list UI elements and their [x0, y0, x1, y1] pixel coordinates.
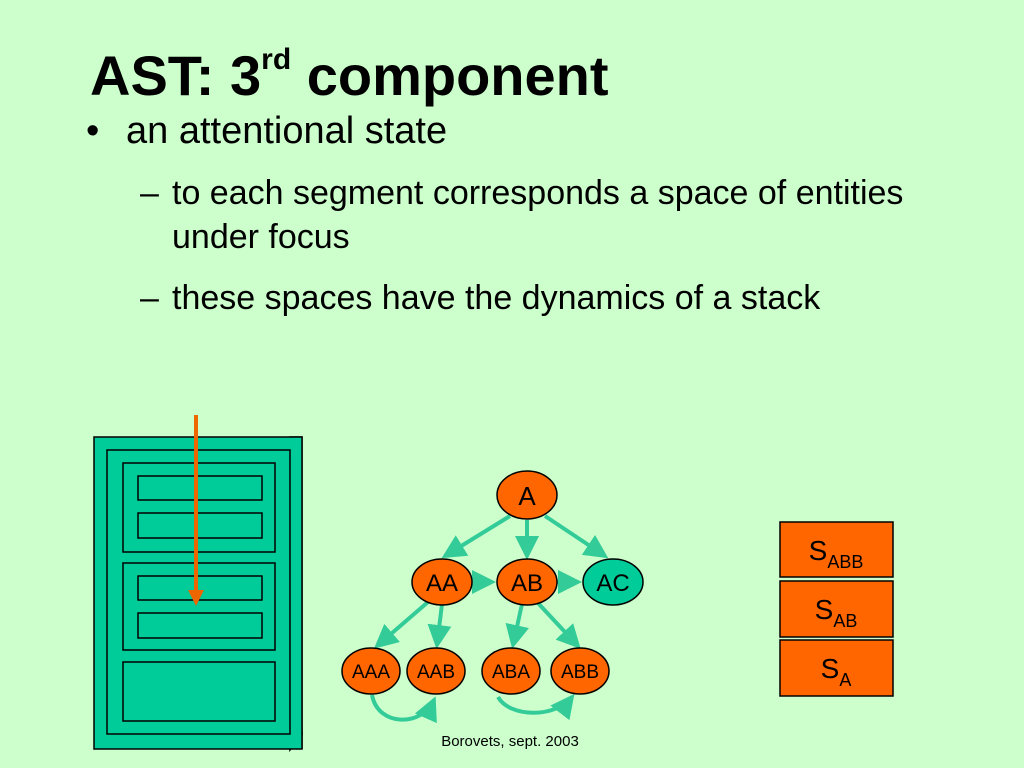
edge-aba-abb-curve [496, 693, 575, 721]
svg-text:SAB: SAB [815, 594, 858, 631]
edge-ab-abb [535, 600, 581, 649]
dash-icon: – [140, 279, 159, 317]
stack-item-base: S [809, 535, 828, 566]
edge-a-ac [543, 514, 609, 559]
stack-item-base: S [821, 653, 840, 684]
tree-nodes: A AA AB AC AAA AAB ABA ABB [341, 470, 644, 695]
edge-aaa-aab-curve [370, 694, 437, 724]
title-tail: component [291, 44, 609, 107]
tree-node-aab: AAB [406, 647, 466, 695]
bullet-text: an attentional state [126, 110, 448, 152]
tree-node-ac: AC [582, 558, 644, 606]
stack-item-sub: AB [833, 611, 857, 631]
tree-node-label: AC [596, 570, 629, 597]
tree-node-label: ABA [492, 662, 530, 683]
title-superscript: rd [261, 43, 292, 76]
focus-stack: SABB SAB SA [779, 521, 894, 697]
tree-node-label: AA [426, 570, 458, 597]
segment-aa-line1 [137, 475, 263, 501]
segment-ab-line1 [137, 575, 263, 601]
tree-node-label: AB [511, 570, 543, 597]
tree-node-aaa: AAA [341, 647, 401, 695]
slide-title: AST: 3rd component [90, 20, 608, 116]
edge-aa-aab [427, 603, 452, 649]
edge-aa-aaa [373, 600, 430, 649]
stack-item-sub: ABB [827, 552, 863, 572]
tree-node-ab: AB [496, 558, 558, 606]
dash-icon: – [140, 174, 159, 212]
tree-node-abb: ABB [550, 647, 610, 695]
segment-ab-line2 [137, 612, 263, 639]
stack-item-sub: A [839, 670, 851, 690]
document-illustration [93, 415, 303, 753]
slide-footer: Borovets, sept. 2003 [0, 733, 1024, 750]
sub-bullet-text: these spaces have the dynamics of a stac… [172, 279, 821, 317]
edge-a-aa [441, 514, 512, 559]
tree-node-aba: ABA [481, 647, 541, 695]
segment-aa-line2 [137, 512, 263, 539]
tree-edges [370, 514, 609, 724]
bullet-dot-icon: • [86, 110, 100, 152]
tree-node-a: A [496, 470, 558, 520]
svg-text:SA: SA [821, 653, 852, 690]
sub-bullet-stack-dynamics: –these spaces have the dynamics of a sta… [140, 276, 970, 320]
stack-item-sab: SAB [779, 580, 894, 638]
stack-item-base: S [815, 594, 834, 625]
sub-bullet-segment-space: –to each segment corresponds a space of … [140, 171, 940, 259]
footer-text: Borovets, sept. 2003 [441, 733, 579, 750]
edge-ab-aba [505, 603, 530, 649]
svg-text:SABB: SABB [809, 535, 864, 572]
bullet-attentional-state: • an attentional state [86, 108, 447, 154]
tree-node-label: AAB [417, 662, 455, 683]
tree-node-aa: AA [411, 558, 473, 606]
stack-item-sabb: SABB [779, 521, 894, 578]
tree-node-label: ABB [561, 662, 599, 683]
tree-node-label: A [518, 481, 536, 511]
title-main: AST: 3 [90, 44, 262, 107]
tree-node-label: AAA [352, 662, 390, 683]
stack-item-sa: SA [779, 639, 894, 697]
segment-c [122, 661, 276, 722]
sub-bullet-text: to each segment corresponds a space of e… [172, 174, 904, 256]
